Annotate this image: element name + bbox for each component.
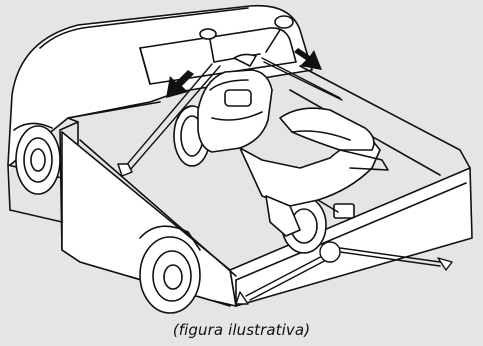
left-mirror: [200, 29, 216, 39]
rear-right-hook: [438, 258, 452, 270]
seat: [280, 108, 374, 150]
figure-caption: (figura ilustrativa): [0, 321, 483, 339]
right-mirror: [275, 16, 293, 28]
strap-ring: [320, 242, 340, 262]
